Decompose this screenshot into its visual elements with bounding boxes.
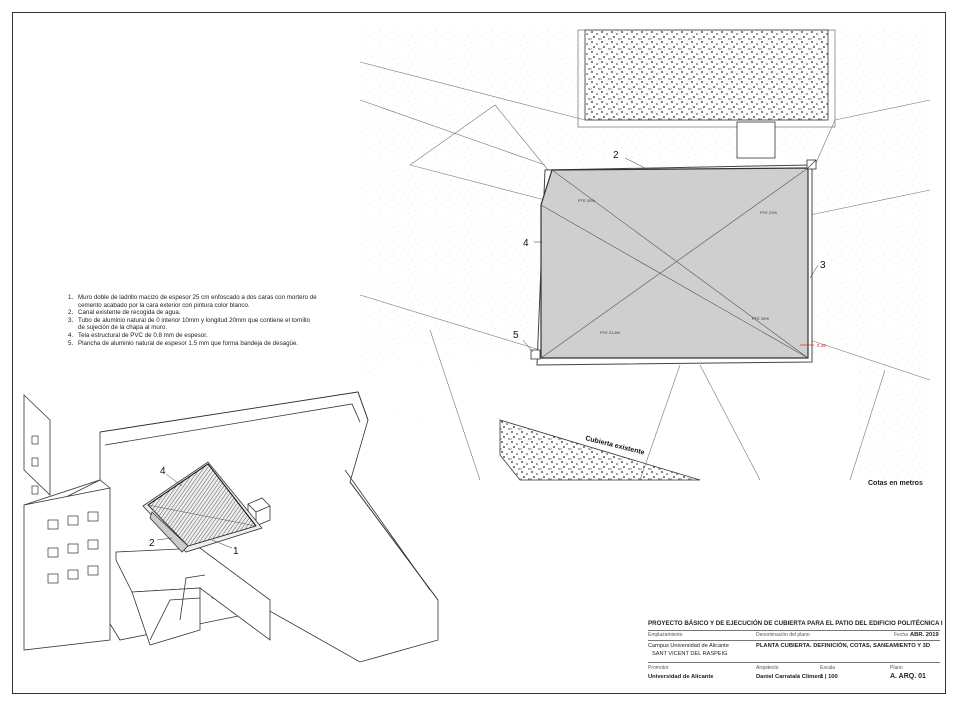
emplazamiento-label: Emplazamiento (648, 632, 683, 638)
plan-corner-detail-bl (530, 349, 541, 360)
note-item: 4.Tela estructural de PVC de 0.8 mm de e… (68, 331, 208, 339)
plan-slope-bl: PTE 21.8% (600, 330, 621, 335)
emplazamiento-line2: SANT VICENT DEL RASPEIG (652, 651, 728, 657)
denominacion-label: Denominación del plano (756, 632, 810, 638)
plan-slope-tl: PTE 20% (578, 198, 595, 203)
title-block: PROYECTO BÁSICO Y DE EJECUCIÓN DE CUBIER… (648, 618, 943, 688)
plan-label-3: 3 (820, 260, 826, 271)
plan-slope-tr: PTE 21% (760, 210, 777, 215)
axo-label-1: 1 (233, 546, 239, 557)
note-item: 5.Plancha de aluminio natural de espesor… (68, 339, 299, 347)
plan-view: PTE 20% PTE 21% PTE 21.8% PTE 25% 0.35 2… (340, 29, 931, 481)
construction-notes: 1.Muro doble de ladrillo macizo de espes… (68, 294, 318, 347)
note-item: 1.Muro doble de ladrillo macizo de espes… (68, 294, 317, 309)
plan-label-5: 5 (513, 330, 519, 341)
fecha-label: Fecha (894, 632, 908, 638)
drawing-sheet-border (12, 12, 946, 694)
plan-lower-white-area (340, 330, 600, 460)
plan-label-2: 2 (613, 150, 619, 161)
arquitecto-value: Daniel Carratalá Climent (756, 674, 824, 680)
plano-value: A. ARQ. 01 (890, 673, 926, 680)
units-note: Cotas en metros (868, 480, 923, 487)
note-item: 3.Tubo de aluminio natural de 0 interior… (68, 316, 310, 332)
plan-label-4: 4 (523, 238, 529, 249)
plan-gravel-top (584, 29, 829, 121)
plan-roof-ridges (359, 61, 931, 481)
arquitecto-label: Arquitecto (756, 665, 779, 671)
fecha-value: ABR. 2019 (910, 632, 939, 638)
axo-label-2: 2 (149, 538, 155, 549)
plan-leaders (522, 157, 819, 353)
plan-gravel-bottom (499, 419, 701, 481)
escala-value: 1 | 100 (820, 674, 838, 680)
project-title: PROYECTO BÁSICO Y DE EJECUCIÓN DE CUBIER… (648, 620, 943, 627)
axo-label-4: 4 (160, 466, 166, 477)
promotor-value: Universidad de Alicante (648, 674, 714, 680)
plan-slope-br: PTE 25% (752, 316, 769, 321)
escala-label: Escala (820, 665, 836, 671)
plan-roof-diagonals (540, 167, 809, 359)
denominacion-value: PLANTA CUBIERTA. DEFINICIÓN, COTAS, SANE… (756, 643, 931, 649)
plano-label: Plano (890, 665, 903, 671)
plan-small-box (736, 121, 776, 159)
promotor-label: Promotor (648, 665, 669, 671)
emplazamiento-line1: Campus Universidad de Alicante (648, 643, 729, 649)
note-item: 2.Canal existente de recogida de agua. (68, 309, 181, 317)
plan-dimension: 0.35 (817, 343, 826, 348)
axonometric-view (23, 391, 439, 663)
